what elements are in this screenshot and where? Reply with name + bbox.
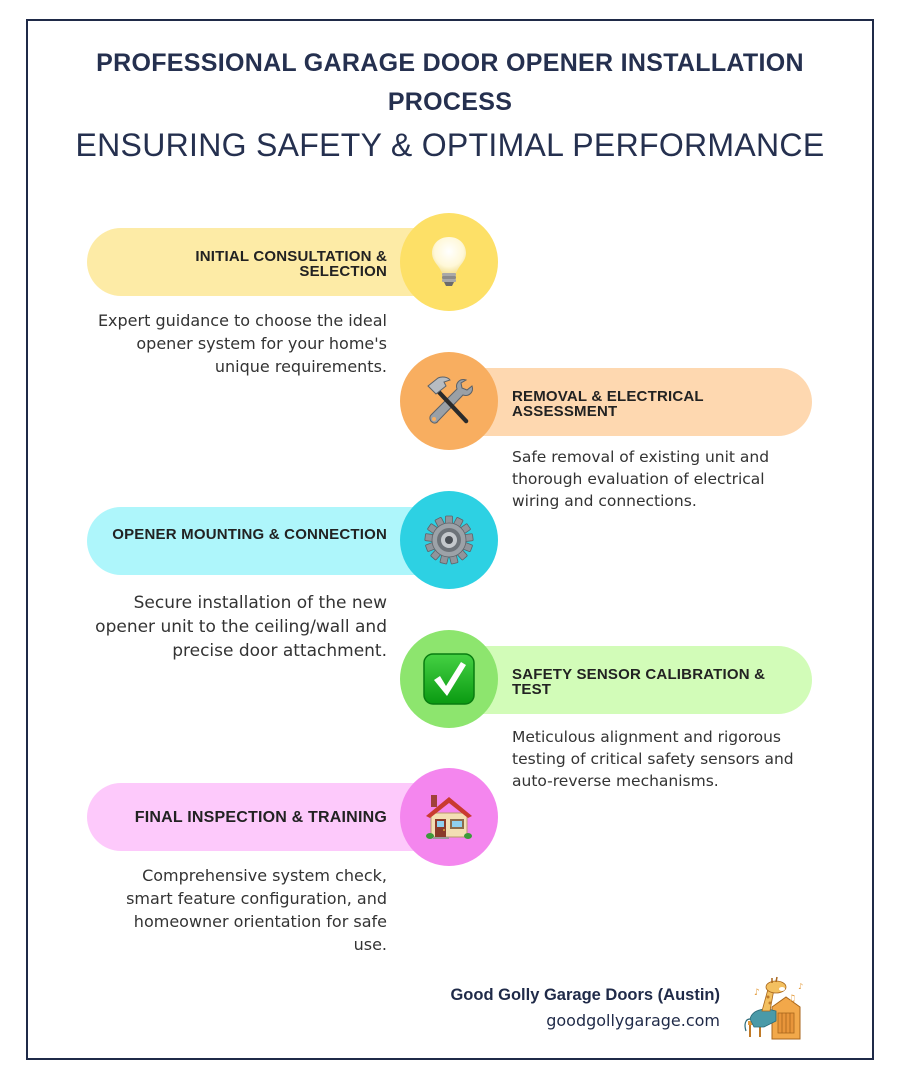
step-title: OPENER MOUNTING & CONNECTION (112, 526, 387, 543)
step-icon-circle (400, 768, 498, 866)
company-website-link[interactable]: goodgollygarage.com (546, 1011, 720, 1030)
infographic-frame (26, 19, 874, 1060)
hammer-and-wrench-icon (422, 374, 476, 428)
step-title: INITIAL CONSULTATION & SELECTION (195, 248, 387, 280)
step-icon-circle (400, 352, 498, 450)
step-title: SAFETY SENSOR CALIBRATION & TEST (512, 666, 766, 698)
house-icon (424, 793, 474, 841)
step-description: Comprehensive system check, smart featur… (126, 866, 387, 954)
step-icon-circle (400, 213, 498, 311)
step-description: Safe removal of existing unit and thorou… (512, 448, 770, 510)
step-icon-circle (400, 491, 498, 589)
svg-text:♫: ♫ (788, 994, 796, 1004)
page-subtitle: ENSURING SAFETY & OPTIMAL PERFORMANCE (75, 127, 825, 163)
check-mark-icon (423, 653, 475, 705)
svg-text:♪: ♪ (754, 988, 760, 998)
step-icon-circle (400, 630, 498, 728)
step-description: Expert guidance to choose the ideal open… (97, 311, 387, 376)
step-title: REMOVAL & ELECTRICAL ASSESSMENT (512, 388, 704, 420)
light-bulb-icon (429, 235, 469, 289)
step-description: Secure installation of the new opener un… (95, 593, 387, 661)
page-title: PROFESSIONAL GARAGE DOOR OPENER INSTALLA… (96, 49, 804, 116)
svg-text:♪: ♪ (798, 982, 803, 991)
gear-icon (424, 515, 474, 565)
step-description: Meticulous alignment and rigorous testin… (512, 728, 794, 790)
company-name: Good Golly Garage Doors (Austin) (450, 986, 720, 1004)
step-title: FINAL INSPECTION & TRAINING (134, 809, 387, 826)
giraffe-mascot-logo-icon: ♪ ♫ ♪ (742, 975, 808, 1043)
